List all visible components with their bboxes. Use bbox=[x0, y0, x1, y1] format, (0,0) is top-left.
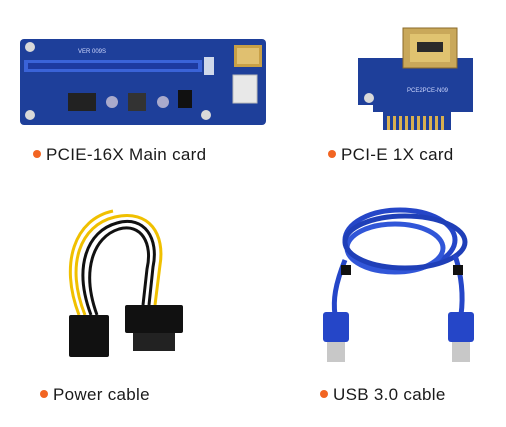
bullet-icon bbox=[320, 389, 328, 398]
usb-cable-caption: USB 3.0 cable bbox=[320, 385, 446, 405]
1x-card-image: PCE2PCE-N09 bbox=[353, 20, 478, 135]
pcb-text: PCE2PCE-N09 bbox=[407, 88, 449, 94]
bullet-icon bbox=[33, 149, 41, 158]
pcb-text: VER 009S bbox=[78, 49, 106, 55]
bullet-icon bbox=[40, 389, 48, 398]
main-card-caption: PCIE-16X Main card bbox=[33, 145, 206, 165]
main-card-image: VER 009S bbox=[18, 35, 268, 130]
usb-cable-image bbox=[315, 200, 485, 370]
bullet-icon bbox=[328, 149, 336, 158]
power-cable-caption: Power cable bbox=[40, 385, 150, 405]
1x-card-caption: PCI-E 1X card bbox=[328, 145, 454, 165]
power-cable-image bbox=[55, 205, 195, 370]
